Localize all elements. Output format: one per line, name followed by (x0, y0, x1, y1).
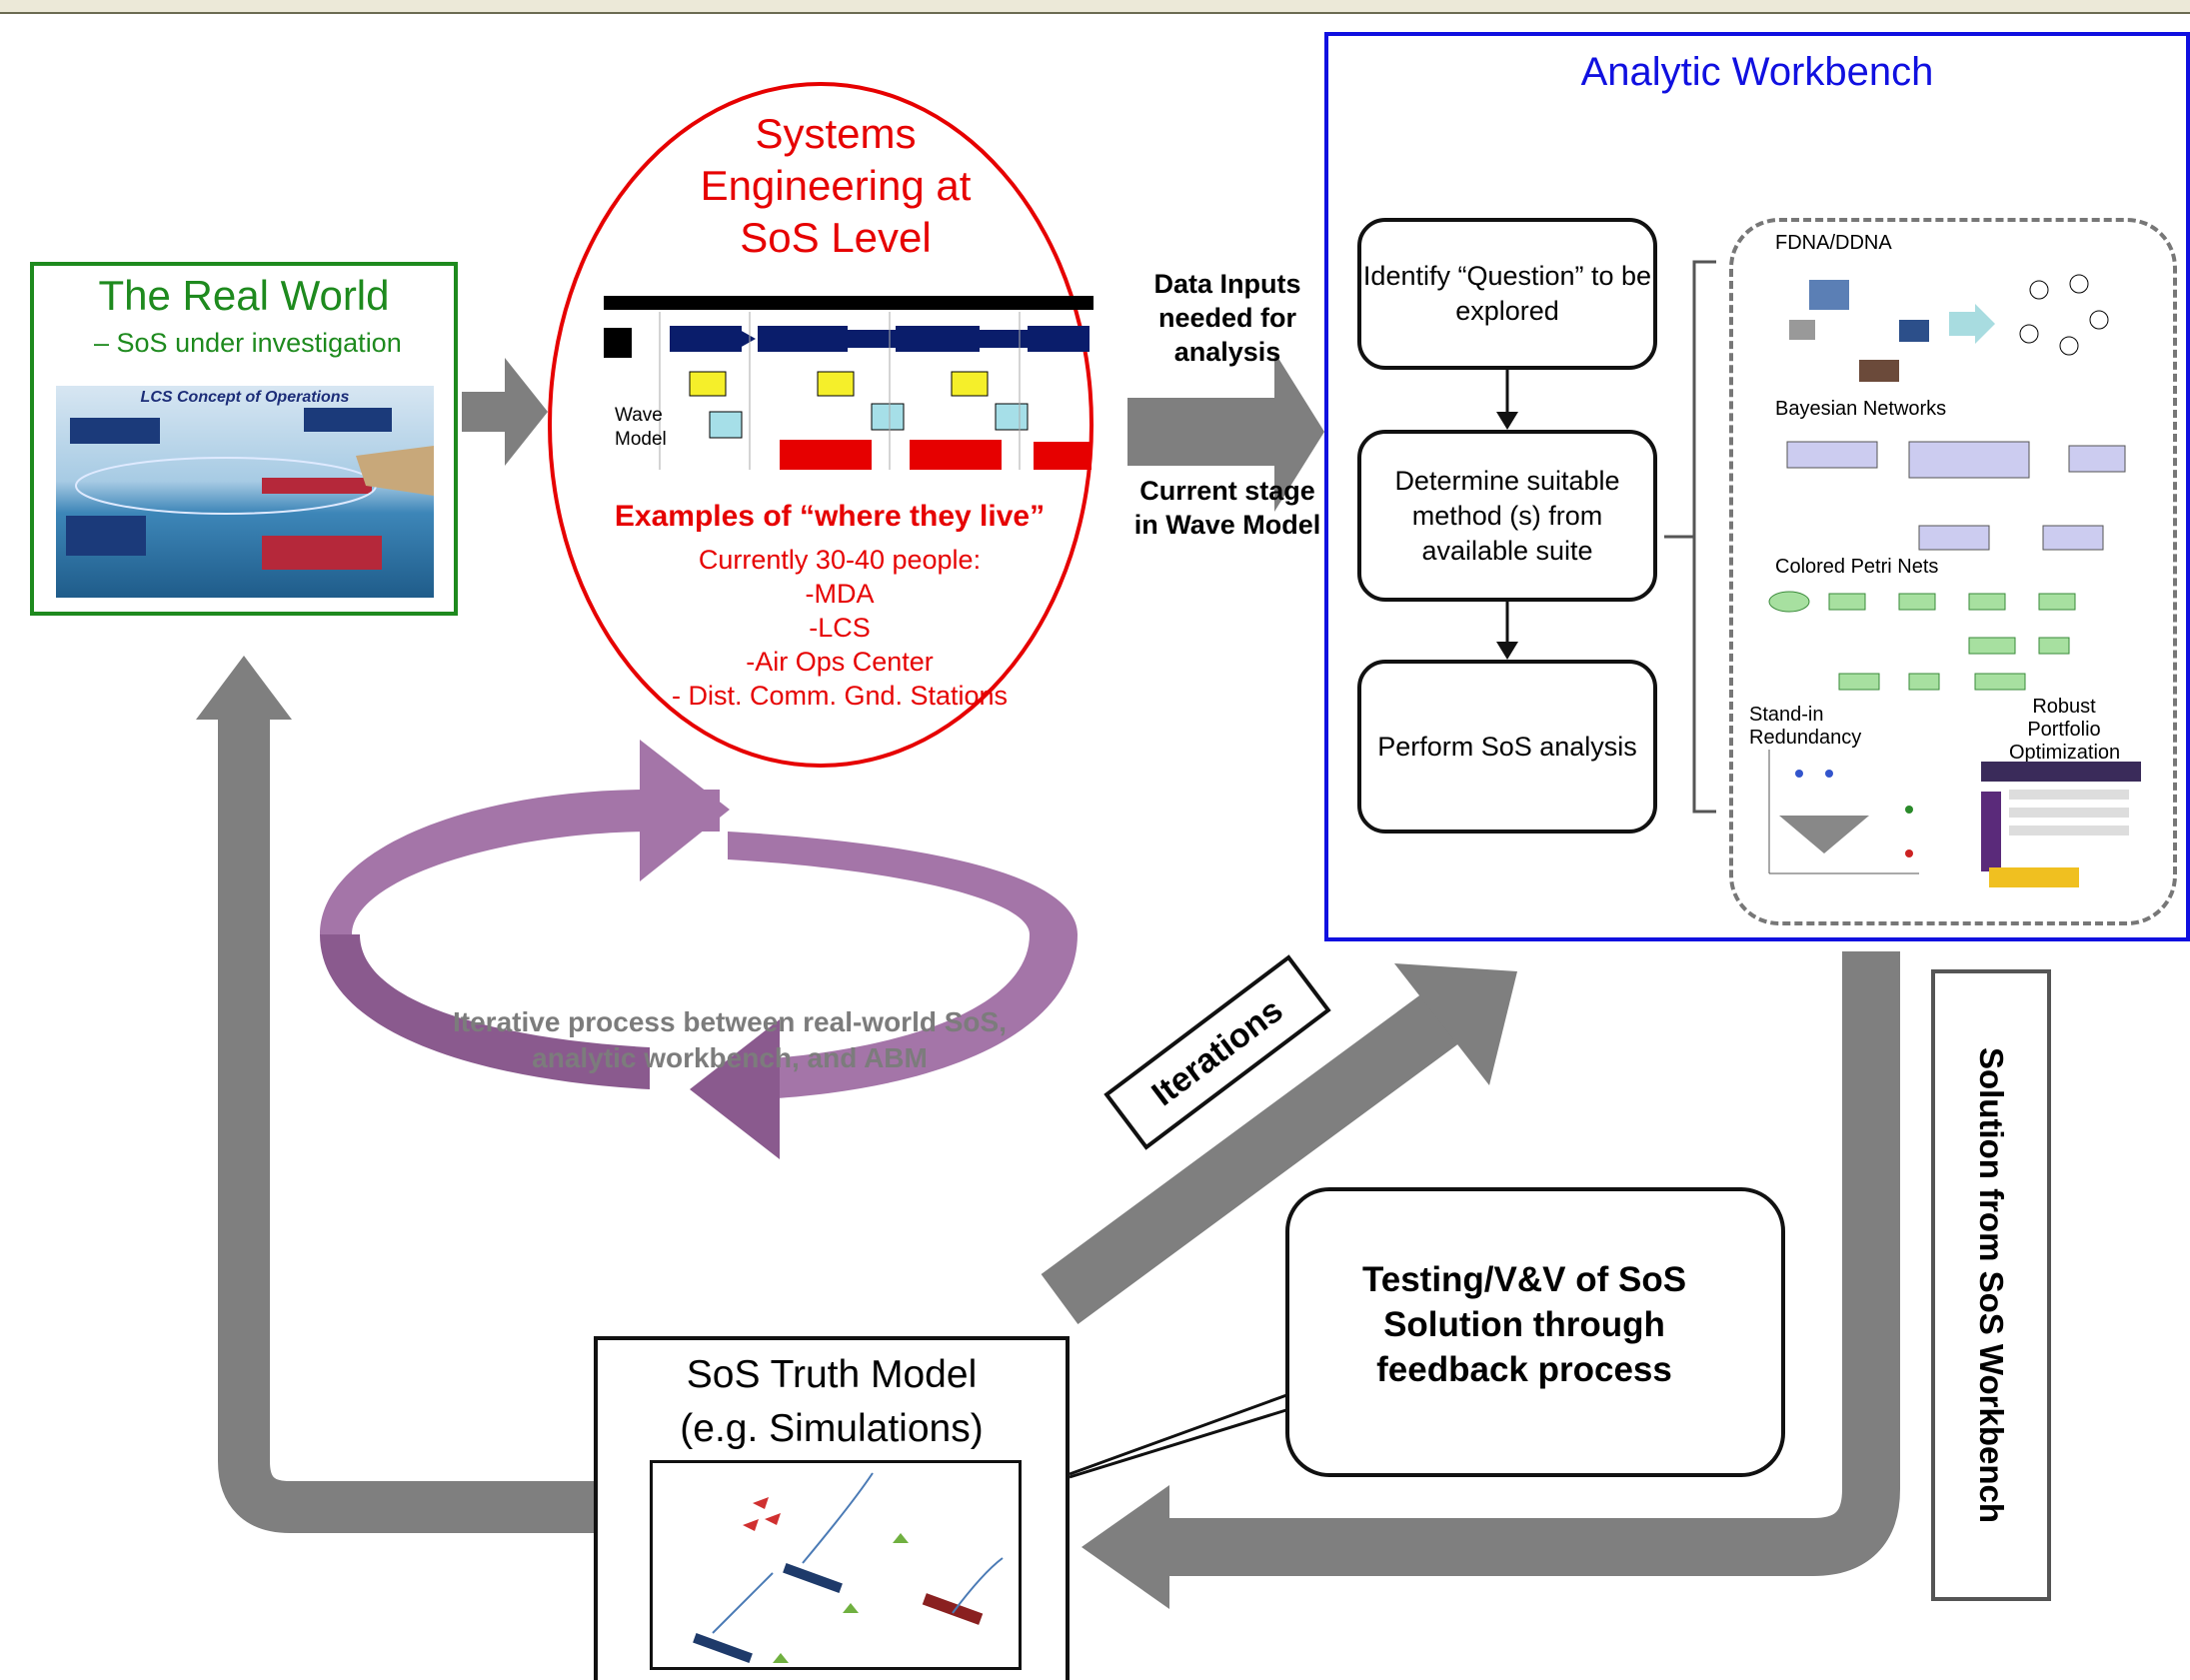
solution-label: Solution from SoS Workbench (1973, 1046, 2010, 1524)
arrow-workbench-to-truth (1159, 951, 1900, 1576)
solution-label-box (1931, 969, 2051, 1601)
lcs-image-graphic (66, 408, 434, 570)
step-perform-analysis: Perform SoS analysis (1357, 660, 1657, 834)
truth-model-title: SoS Truth Model (e.g. Simulations) (680, 1353, 984, 1450)
lcs-concept-image: LCS Concept of Operations (56, 386, 434, 598)
examples-list: Currently 30-40 people: -MDA -LCS -Air O… (671, 545, 1009, 711)
data-inputs-label: Data Inputs needed for analysis (1153, 269, 1301, 367)
systems-engineering-title: Systems Engineering at SoS Level (700, 110, 972, 261)
wave-model-label: Wave Model (615, 405, 667, 450)
arrow-truth-to-workbench (1041, 994, 1458, 1324)
real-world-subtitle: – SoS under investigation (94, 328, 402, 358)
callout-pointer (1069, 1299, 1291, 1476)
wave-model-diagram (604, 296, 1094, 470)
methods-thumbnails (1768, 274, 2141, 887)
examples-heading: Examples of “where they live” (614, 500, 1046, 533)
step-identify-question: Identify “Question” to be explored (1357, 218, 1657, 370)
truth-model-panel: SoS Truth Model (e.g. Simulations) (594, 1336, 1070, 1680)
simulation-graphic (693, 1472, 1004, 1663)
fdna-label: FDNA/DDNA (1775, 232, 1892, 254)
arrow-rw-to-se (462, 358, 548, 466)
bayesian-label: Bayesian Networks (1775, 398, 1947, 420)
analytic-workbench-title: Analytic Workbench (1580, 50, 1934, 94)
standin-label: Stand-in Redundancy (1749, 704, 1862, 749)
workbench-arrows (1496, 260, 1716, 814)
iterative-cycle-graphic (320, 740, 1078, 1159)
testing-callout-text: Testing/V&V of SoS Solution through feed… (1361, 1260, 1687, 1389)
window-top-bar (0, 0, 2190, 14)
simulation-image (650, 1460, 1022, 1670)
lcs-image-title: LCS Concept of Operations (140, 389, 350, 406)
methods-suite-container (1729, 218, 2177, 925)
arrow-truth-to-real-world (218, 720, 594, 1533)
petri-label: Colored Petri Nets (1775, 556, 1939, 578)
real-world-title: The Real World (98, 272, 390, 319)
current-stage-label: Current stage in Wave Model (1133, 476, 1321, 540)
iterative-process-text: Iterative process between real-world SoS… (453, 1006, 1007, 1073)
robust-label: Robust Portfolio Optimization (2009, 696, 2121, 764)
real-world-panel: The Real World – SoS under investigation… (30, 262, 458, 616)
testing-callout (1285, 1187, 1785, 1477)
arrow-se-to-aw (1127, 352, 1324, 512)
step-determine-method: Determine suitable method (s) from avail… (1357, 430, 1657, 602)
